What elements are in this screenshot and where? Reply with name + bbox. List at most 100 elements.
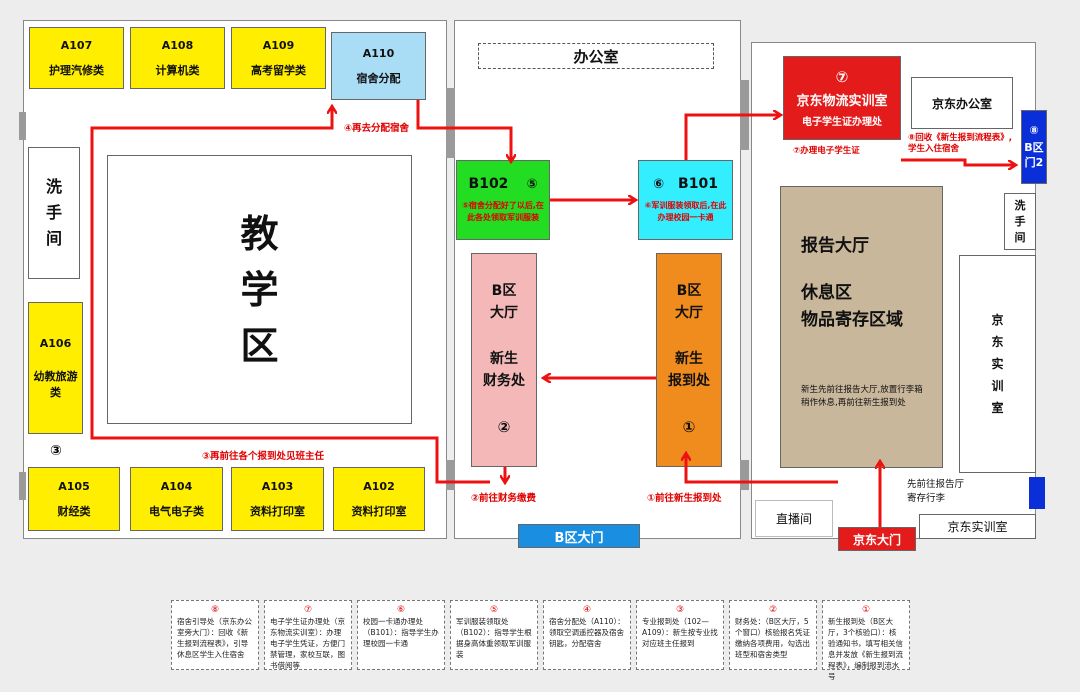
legend-note-8: ⑧ 宿舍引导处（京东办公室旁大门）：回收《新生报到流程表》，引导休息区学生入住宿舍	[171, 600, 259, 670]
room-label: 计算机类	[155, 63, 200, 77]
gate-number-marker: ⑧	[1029, 124, 1039, 137]
label-step3: ③再前往各个报到处见班主任	[202, 451, 325, 462]
label-step8: ⑧回收《新生报到流程表》,学生入住宿舍	[908, 133, 1012, 154]
note-number: ③	[675, 605, 685, 615]
room-title: 京东物流实训室	[796, 94, 888, 109]
room-code: A105	[58, 479, 90, 493]
label-luggage: 先前往报告厅 寄存行李	[907, 479, 965, 504]
note-number: ⑦	[303, 605, 313, 615]
room-code: A103	[261, 479, 294, 493]
label-step4: ④再去分配宿舍	[342, 120, 412, 134]
room-a103[interactable]: A103 资料打印室	[231, 467, 324, 531]
washroom-left: 洗 手 间	[28, 147, 80, 279]
hall-subtitle: 休息区 物品寄存区域	[801, 283, 903, 330]
note-text: 专业报到处（102—A109）：新生按专业找对应班主任报到	[642, 617, 718, 648]
hall-title: B区 大厅	[675, 283, 703, 321]
room-label: 电气电子类	[149, 504, 204, 518]
note-number: ⑧	[210, 605, 220, 615]
room-a110[interactable]: A110 宿舍分配	[331, 32, 426, 100]
room-number-marker: ⑤	[526, 176, 538, 192]
note-text: 新生报到处（B区大厅，3个核验口）：核验通知书，填写相关信息并发放《新生报到流程…	[828, 617, 903, 681]
report-hall[interactable]: 报告大厅 休息区 物品寄存区域 新生先前往报告大厅,放置行李箱稍作休息,再前往新…	[780, 186, 943, 468]
note-text: 宿舍分配处（A110）：领取空调遥控器及宿舍钥匙，分配宿舍	[549, 617, 625, 648]
arrow-to-jd	[684, 115, 779, 160]
room-note: ⑤宿舍分配好了以后,在此各处领取军训服装	[462, 201, 544, 222]
jd-training-bottom: 京东实训室	[919, 514, 1036, 539]
room-label: 宿舍分配	[356, 71, 401, 85]
room-label: 护理汽修类	[49, 63, 104, 77]
legend-note-3: ③ 专业报到处（102—A109）：新生按专业找对应班主任报到	[636, 600, 724, 670]
side-blue-door	[1029, 477, 1045, 509]
b-gate[interactable]: B区大门	[518, 524, 640, 548]
hall-note: 新生先前往报告大厅,放置行李箱稍作休息,再前往新生报到处	[801, 385, 923, 408]
room-label: 财经类	[57, 504, 91, 518]
jd-office: 京东办公室	[911, 77, 1013, 129]
note-number: ②	[768, 605, 778, 615]
hall-number-marker: ②	[497, 418, 511, 436]
arrow-step4	[416, 100, 511, 160]
room-code: A107	[60, 38, 93, 52]
jd-gate[interactable]: 京东大门	[838, 527, 916, 551]
gate-b2[interactable]: ⑧ B区 门2	[1021, 110, 1047, 184]
office: 办公室	[478, 43, 714, 69]
step3-marker: ③	[50, 443, 62, 459]
room-a107[interactable]: A107 护理汽修类	[29, 27, 124, 89]
hall-subtitle: 新生 报到处	[668, 351, 710, 389]
hall-title: B区 大厅	[490, 283, 518, 321]
note-number: ⑤	[489, 605, 499, 615]
room-a106[interactable]: A106 幼教旅游类	[28, 302, 83, 434]
jd-training-side: 京 东 实 训 室	[959, 255, 1036, 473]
room-code: B102	[468, 176, 509, 192]
arrow-step8	[901, 158, 1014, 165]
room-number-marker: ⑥	[653, 176, 665, 192]
washroom-right: 洗 手 间	[1004, 193, 1036, 250]
arrow-step1	[686, 455, 838, 484]
note-text: 宿舍引导处（京东办公室旁大门）：回收《新生报到流程表》，引导休息区学生入住宿舍	[177, 617, 252, 659]
room-label: 高考留学类	[251, 63, 306, 77]
teaching-area: 教 学 区	[107, 155, 412, 424]
room-a108[interactable]: A108 计算机类	[130, 27, 225, 89]
wall-door-marker	[19, 472, 26, 500]
room-subtitle: 电子学生证办理处	[802, 117, 882, 128]
room-note: ⑥军训服装领取后,在此办理校园一卡通	[644, 201, 727, 222]
hall-number-marker: ①	[682, 418, 696, 436]
hall-title: 报告大厅	[801, 236, 869, 256]
room-a102[interactable]: A102 资料打印室	[333, 467, 425, 531]
room-label: 资料打印室	[250, 504, 305, 518]
wall-door-marker	[446, 88, 455, 158]
note-number: ④	[582, 605, 592, 615]
room-b101[interactable]: ⑥ B101 ⑥军训服装领取后,在此办理校园一卡通	[638, 160, 733, 240]
room-code: A109	[262, 38, 295, 52]
wall-door-marker	[19, 112, 26, 140]
label-step1: ①前往新生报到处	[647, 493, 722, 504]
room-number-marker: ⑦	[835, 68, 849, 86]
b-hall-finance[interactable]: B区 大厅 新生 财务处 ②	[471, 253, 537, 467]
room-code: A102	[363, 479, 395, 493]
legend-note-1: ① 新生报到处（B区大厅，3个核验口）：核验通知书，填写相关信息并发放《新生报到流…	[822, 600, 910, 681]
wall-door-marker	[446, 460, 455, 490]
room-code: B101	[678, 176, 718, 192]
room-code: A110	[362, 46, 395, 60]
gate-label: B区 门2	[1024, 141, 1044, 169]
note-text: 电子学生证办理处（京东物流实训室）：办理电子学生凭证，方便门禁管理，家校互联，图…	[270, 617, 345, 670]
room-label: 资料打印室	[351, 504, 407, 518]
room-code: A108	[161, 38, 194, 52]
label-step7: ⑦办理电子学生证	[793, 146, 860, 156]
room-label: 幼教旅游类	[33, 369, 78, 399]
note-number: ①	[861, 605, 871, 615]
label-step2: ②前往财务缴费	[471, 493, 537, 504]
room-code: A106	[39, 336, 72, 350]
room-a109[interactable]: A109 高考留学类	[231, 27, 326, 89]
arrow-step3	[90, 108, 490, 484]
room-a105[interactable]: A105 财经类	[28, 467, 120, 531]
b-hall-registration[interactable]: B区 大厅 新生 报到处 ①	[656, 253, 722, 467]
live-room: 直播间	[755, 500, 833, 537]
room-b102[interactable]: B102 ⑤ ⑤宿舍分配好了以后,在此各处领取军训服装	[456, 160, 550, 240]
room-jd-logistics[interactable]: ⑦ 京东物流实训室 电子学生证办理处	[783, 56, 901, 140]
hall-subtitle: 新生 财务处	[483, 351, 525, 389]
